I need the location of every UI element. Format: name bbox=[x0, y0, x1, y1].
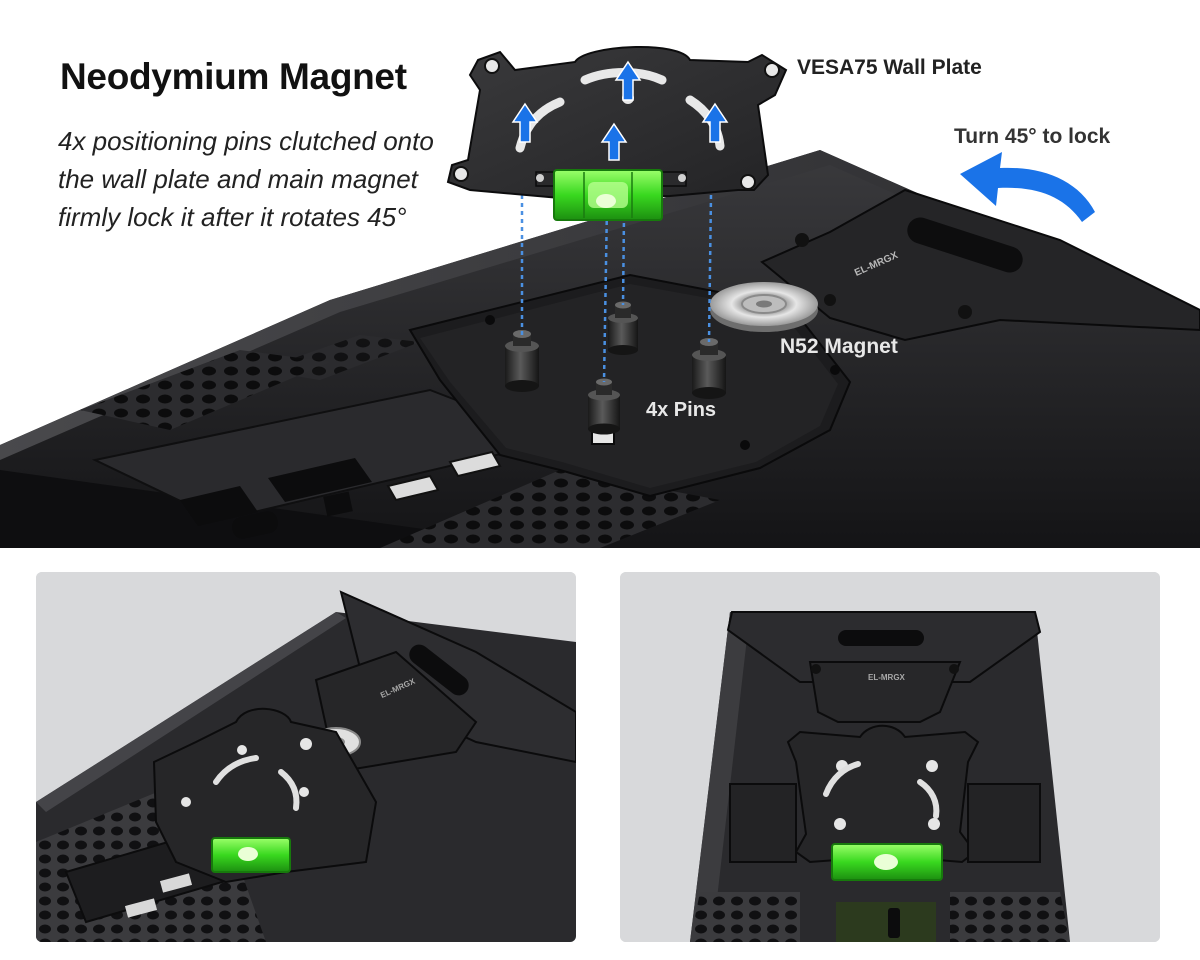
bubble-level bbox=[535, 169, 687, 221]
callout-wall-plate: VESA75 Wall Plate bbox=[797, 56, 982, 79]
lift-arrow-icon bbox=[511, 60, 729, 161]
rear-bracket bbox=[760, 188, 1200, 342]
callout-magnet: N52 Magnet bbox=[780, 335, 898, 358]
positioning-pin bbox=[692, 338, 726, 399]
detail-photo-top: EL-MRGX bbox=[620, 572, 1160, 942]
rotate-arrow-icon bbox=[960, 152, 1095, 222]
detail-photo-angled: EL-MRGX bbox=[36, 572, 576, 942]
usb-port bbox=[386, 474, 440, 502]
callout-turn-lock: Turn 45° to lock bbox=[954, 125, 1111, 148]
description-line: 4x positioning pins clutched onto bbox=[58, 126, 434, 156]
description-line: the wall plate and main magnet bbox=[58, 164, 418, 194]
headline: Neodymium Magnet bbox=[60, 56, 407, 97]
alignment-guides bbox=[520, 194, 713, 383]
positioning-pin bbox=[505, 330, 539, 392]
vent-grille-back bbox=[260, 335, 420, 380]
rear-io-panel bbox=[91, 388, 564, 539]
n52-magnet bbox=[710, 282, 818, 332]
brand-logo: EL-MRGX bbox=[868, 673, 906, 682]
usb-port bbox=[448, 450, 502, 478]
feature-description: 4x positioning pins clutched onto the wa… bbox=[58, 122, 458, 236]
positioning-pin bbox=[608, 301, 638, 355]
callout-pins: 4x Pins bbox=[646, 399, 717, 421]
description-line: firmly lock it after it rotates 45° bbox=[58, 202, 407, 232]
hero-illustration: EL-MRGX bbox=[0, 46, 1200, 548]
